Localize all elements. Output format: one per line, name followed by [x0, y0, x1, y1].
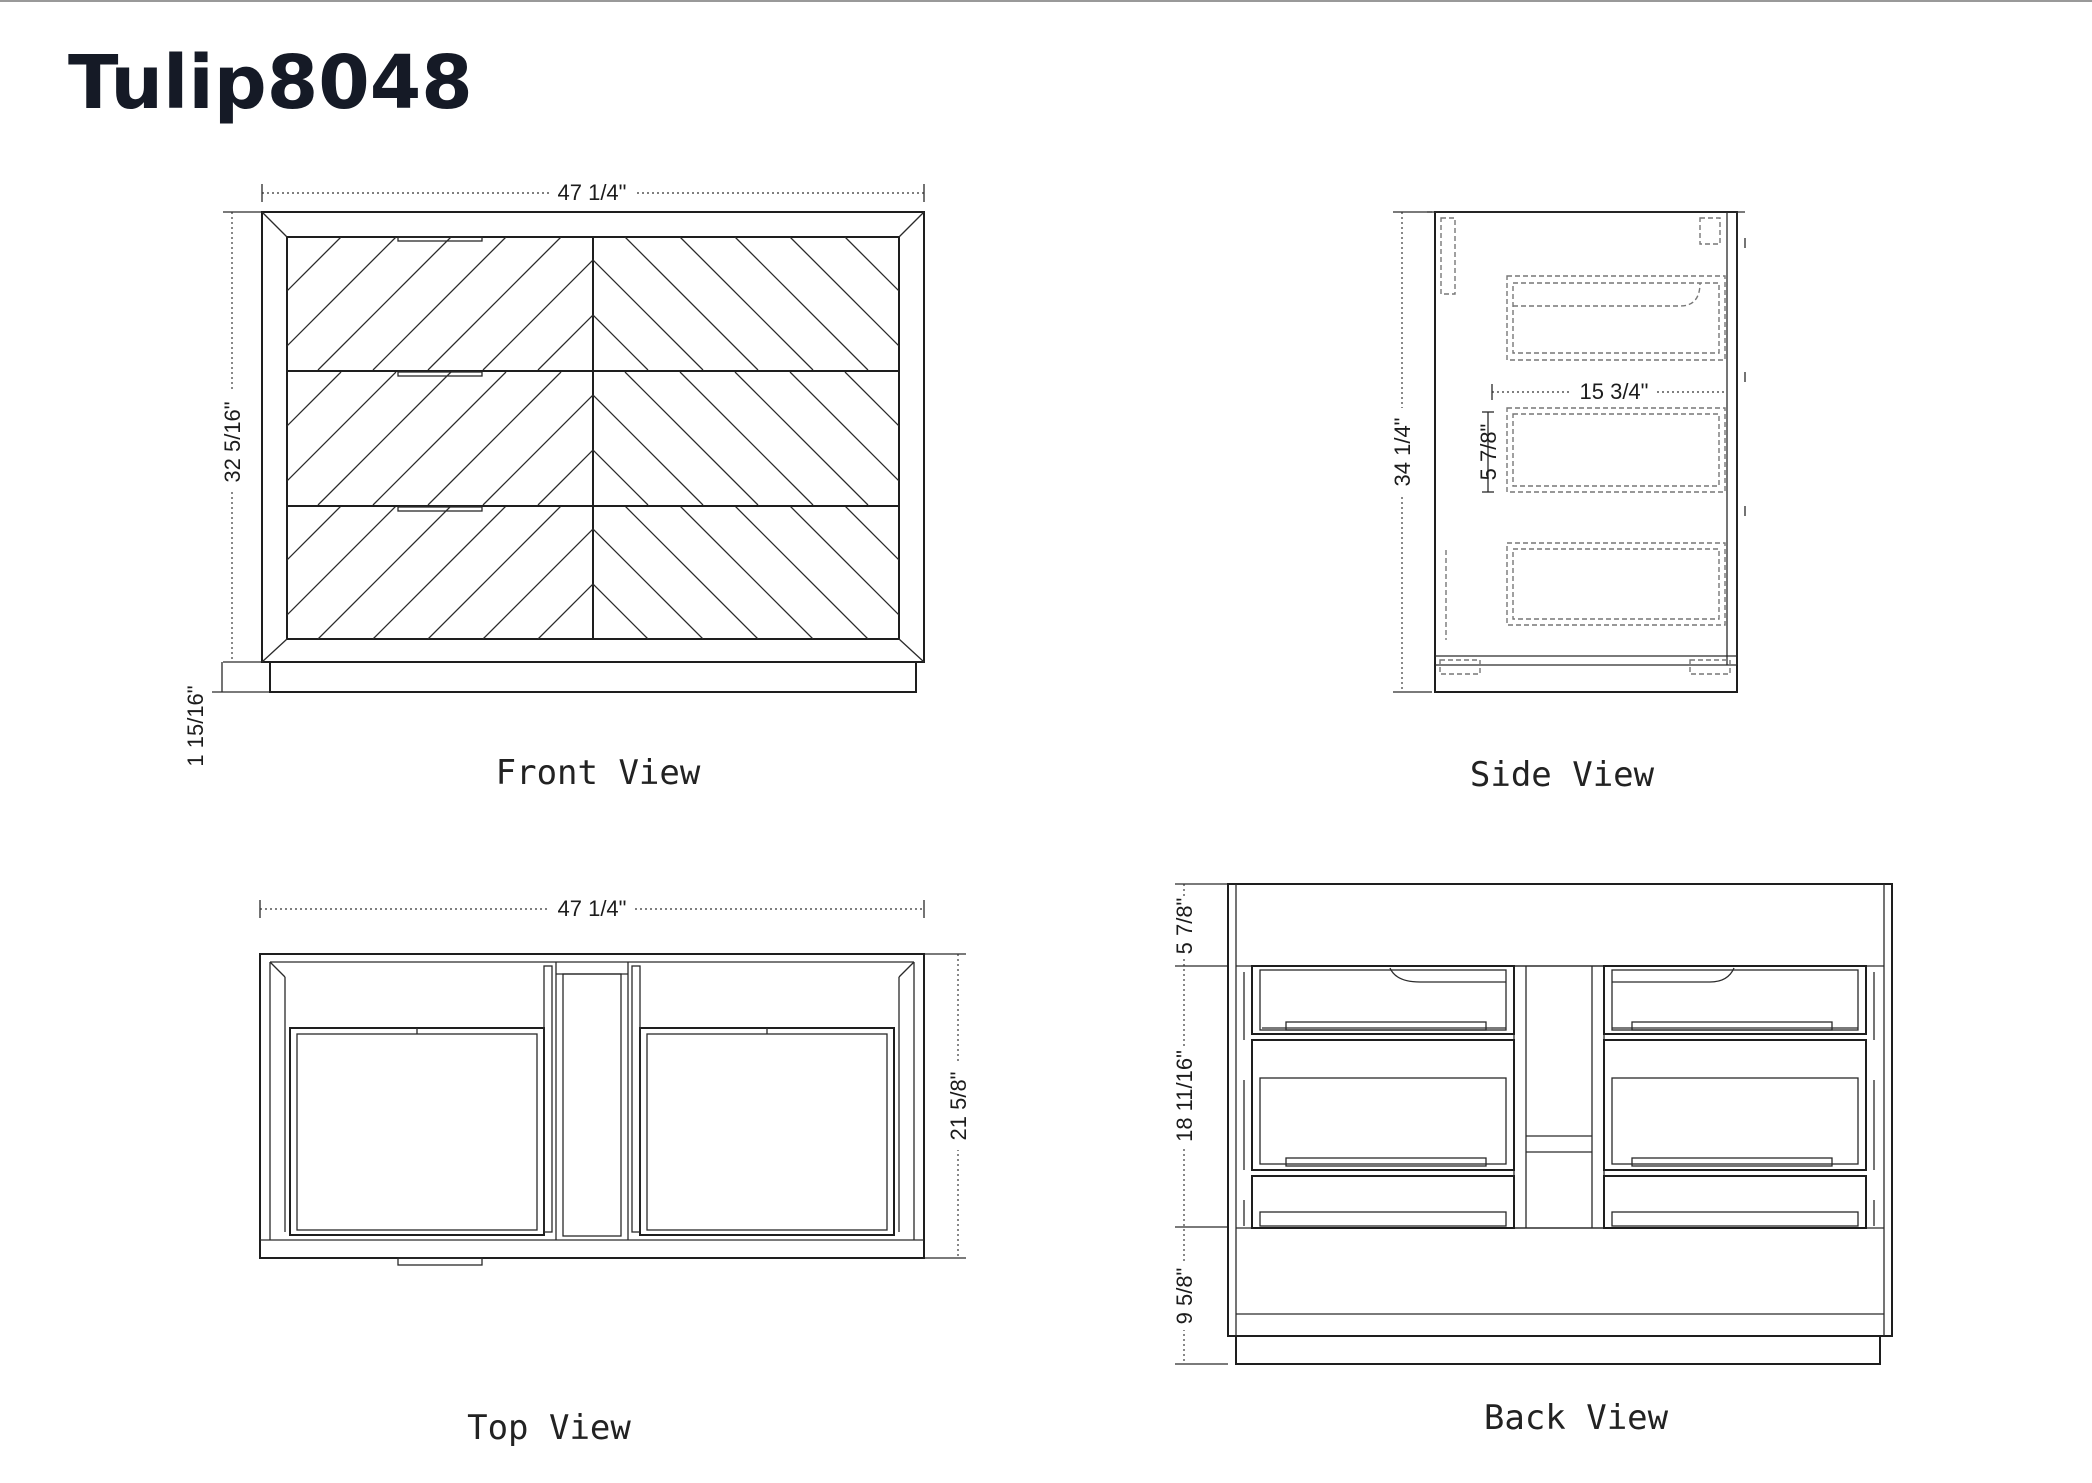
product-title: Tulip8048 — [68, 40, 473, 126]
top-view: 47 1/4" 21 5/8" Top View — [259, 895, 974, 1448]
front-base-dimension: 1 15/16" — [183, 685, 208, 766]
top-width-dimension: 47 1/4" — [558, 896, 627, 921]
side-depth-dimension: 15 3/4" — [1580, 379, 1649, 404]
top-view-caption: Top View — [467, 1408, 631, 1448]
side-view: 34 1/4" 15 3/4" 5 7/8" Side — [1388, 211, 1746, 795]
side-drawer-dimension: 5 7/8" — [1476, 424, 1501, 481]
side-view-caption: Side View — [1470, 755, 1655, 795]
top-depth-dimension: 21 5/8" — [946, 1072, 971, 1141]
front-view-caption: Front View — [496, 753, 701, 793]
front-width-dimension: 47 1/4" — [558, 180, 627, 205]
back-middle-dimension: 18 11/16" — [1172, 1050, 1197, 1142]
side-height-dimension: 34 1/4" — [1390, 418, 1415, 487]
back-bottom-dimension: 9 5/8" — [1172, 1268, 1197, 1325]
back-view: 5 7/8" 18 11/16" 9 5/8" — [1170, 883, 1893, 1438]
back-top-dimension: 5 7/8" — [1172, 898, 1197, 955]
back-view-caption: Back View — [1484, 1398, 1669, 1438]
front-view: 47 1/4" 32 5/16" 1 15/16" — [183, 179, 925, 793]
front-height-dimension: 32 5/16" — [220, 401, 245, 482]
